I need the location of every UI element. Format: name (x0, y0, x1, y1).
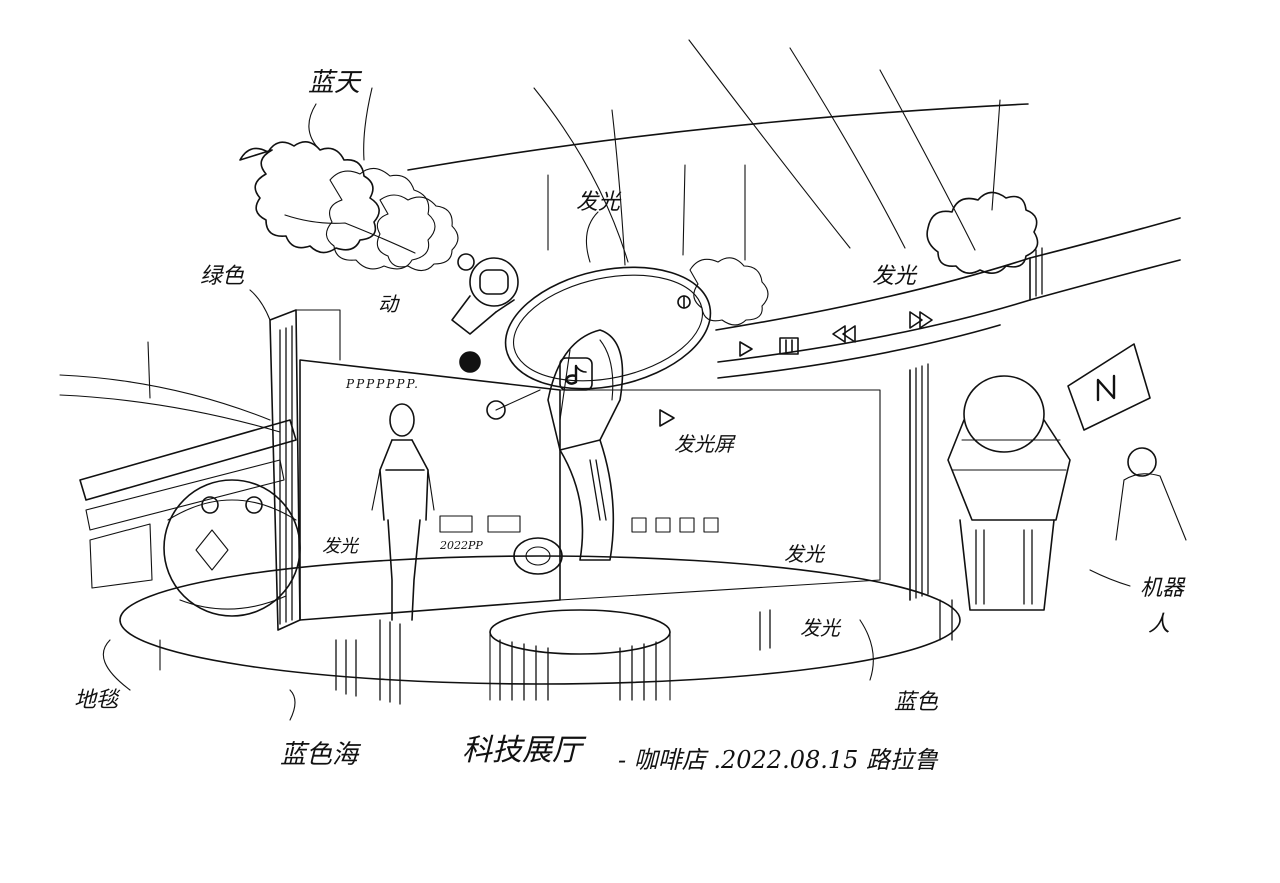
panel-year: 2022PP (440, 539, 483, 552)
n-logo-icon (1067, 343, 1151, 431)
hand-sculpture (547, 329, 624, 561)
annotation-leaders (102, 103, 1131, 721)
title-left: 蓝色海 (280, 740, 359, 770)
title-main: 科技展厅 (462, 733, 582, 768)
ceiling-lines (363, 39, 1029, 266)
carpet-label: 地毯 (74, 688, 119, 713)
screen-play-icon (659, 409, 675, 427)
robot-figure (947, 375, 1071, 611)
screen-label: 发光屏 (674, 432, 734, 456)
panel-frames (439, 515, 719, 533)
tree-cluster-right (689, 191, 1039, 326)
light-label-right: 发光 (872, 264, 917, 289)
light-label-person: 发光 (322, 536, 358, 557)
fast-forward-icon (909, 311, 933, 329)
green-label: 绿色 (200, 264, 245, 289)
panel-top-row: PPPPPPP. (346, 377, 420, 391)
robot-label-2: 人 (1148, 612, 1171, 637)
smiley-icon (163, 479, 301, 617)
right-posts (909, 363, 929, 601)
robot-label: 机器 (1140, 576, 1185, 601)
tree-cluster-left (239, 141, 459, 272)
play-icon (739, 341, 753, 357)
main-display-panel (269, 309, 881, 631)
stage-base (119, 555, 961, 701)
light-label-top: 发光 (576, 190, 621, 215)
curved-banner (715, 217, 1181, 379)
rewind-icon (832, 325, 856, 343)
pause-icon (779, 337, 799, 355)
tiktok-logo-icon (559, 357, 593, 391)
title-rest: - 咖啡店 .2022.08.15 路拉鲁 (618, 746, 939, 774)
astronaut-figure (451, 253, 541, 420)
visitor-figure (1115, 447, 1187, 541)
astronaut-label: 动 (378, 292, 398, 316)
left-screens (59, 341, 297, 589)
light-label-mid: 发光 (784, 542, 824, 566)
sky-label: 蓝天 (308, 68, 361, 98)
mannequin-figure (371, 403, 435, 621)
halo-ring (504, 266, 712, 390)
stage-disc (513, 537, 563, 575)
light-label-bottom: 发光 (800, 616, 840, 640)
blue-base-label: 蓝色 (894, 690, 939, 715)
floor-hatching (335, 599, 953, 705)
